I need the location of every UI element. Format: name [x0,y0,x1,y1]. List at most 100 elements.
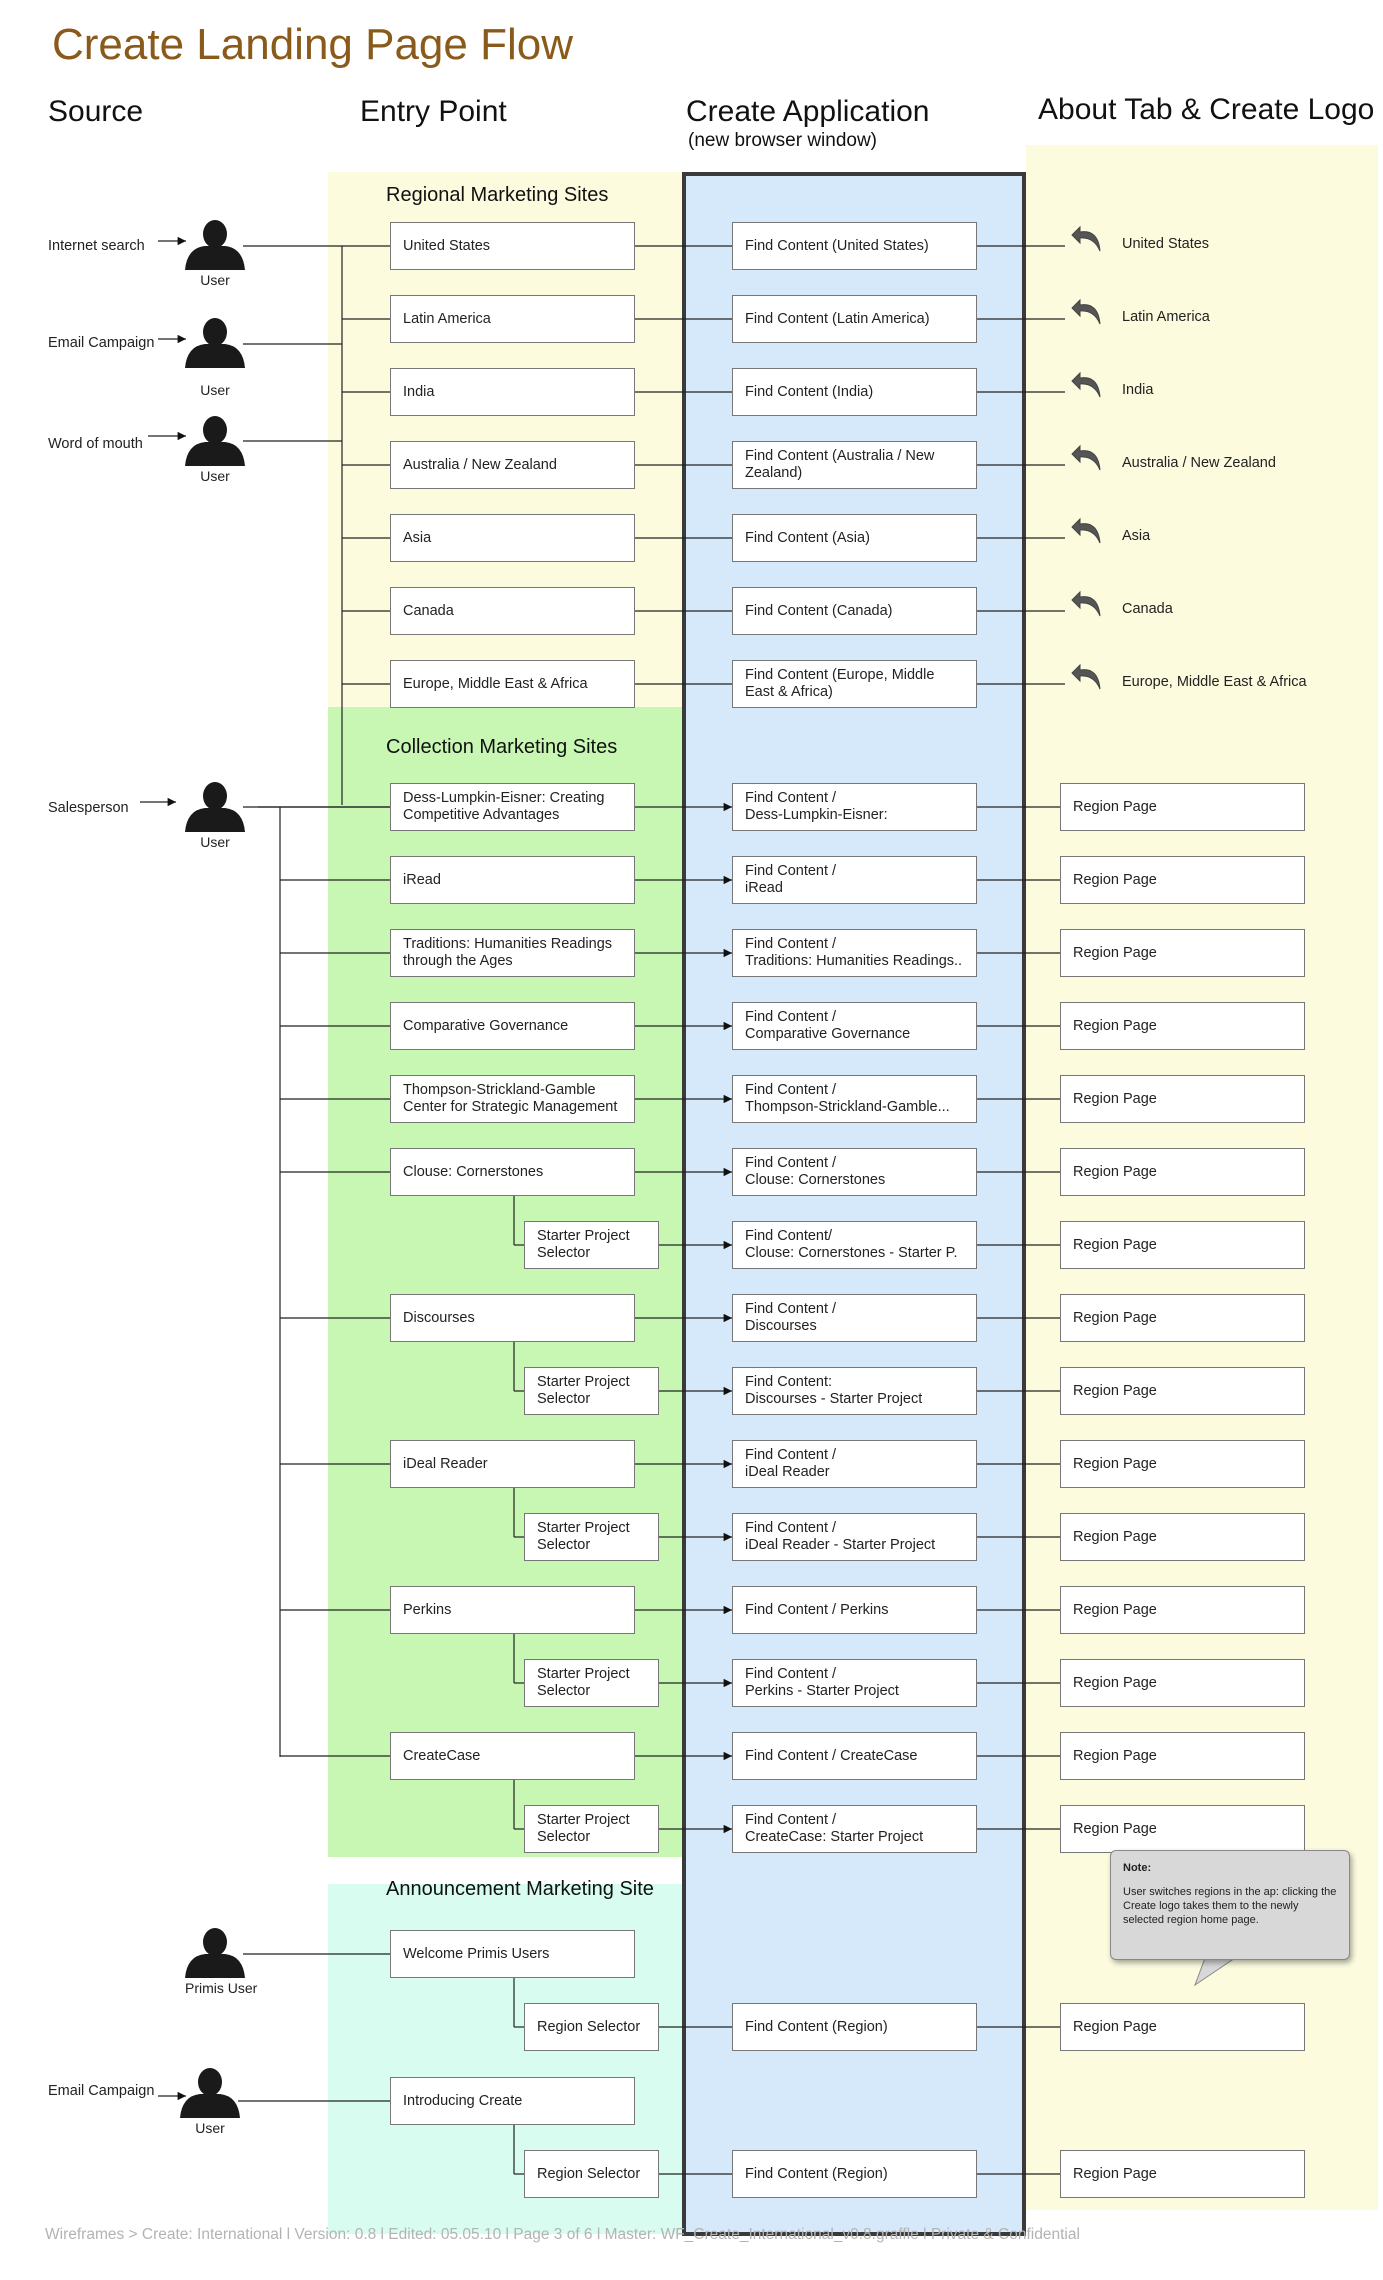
source-label: Email Campaign [48,335,155,351]
section-header-regional: Regional Marketing Sites [386,184,609,206]
regional-entry-box: India [390,368,635,416]
collection-app-box: Find Content / CreateCase: Starter Proje… [732,1805,977,1853]
collection-app-box: Find Content / Thompson-Strickland-Gambl… [732,1075,977,1123]
region-page-box: Region Page [1060,783,1305,831]
collection-app-box: Find Content: Discourses - Starter Proje… [732,1367,977,1415]
collection-entry-box: iDeal Reader [390,1440,635,1488]
regional-app-box: Find Content (Europe, Middle East & Afri… [732,660,977,708]
region-selector-box: Region Selector [524,2150,659,2198]
column-header-app: Create Application [686,95,930,128]
starter-project-selector-box: Starter Project Selector [524,1221,659,1269]
user-icon [185,1928,245,1978]
collection-entry-box: iRead [390,856,635,904]
section-header-collection: Collection Marketing Sites [386,736,618,758]
source-label: Email Campaign [48,2083,155,2099]
region-page-box: Region Page [1060,1075,1305,1123]
regional-app-box: Find Content (Canada) [732,587,977,635]
region-page-box: Region Page [1060,856,1305,904]
user-label: User [200,834,230,850]
regional-about-label: Canada [1122,601,1173,617]
column-header-about: About Tab & Create Logo [1038,93,1375,126]
collection-app-box: Find Content / iRead [732,856,977,904]
region-page-box: Region Page [1060,1002,1305,1050]
note-text: User switches regions in the ap: clickin… [1123,1886,1337,1926]
user-icon [185,416,245,466]
regional-entry-box: Latin America [390,295,635,343]
region-page-box: Region Page [1060,1805,1305,1853]
regional-entry-box: Asia [390,514,635,562]
collection-entry-box: CreateCase [390,1732,635,1780]
user-label: User [200,382,230,398]
source-label: Salesperson [48,800,129,816]
announcement-app-box: Find Content (Region) [732,2003,977,2051]
collection-entry-box: Clouse: Cornerstones [390,1148,635,1196]
region-page-box: Region Page [1060,2003,1305,2051]
back-arrow-icon [1071,444,1101,471]
back-arrow-icon [1071,225,1101,252]
starter-project-selector-box: Starter Project Selector [524,1659,659,1707]
region-page-box: Region Page [1060,1367,1305,1415]
regional-entry-box: United States [390,222,635,270]
regional-entry-box: Canada [390,587,635,635]
region-page-box: Region Page [1060,1294,1305,1342]
regional-app-box: Find Content (India) [732,368,977,416]
announcement-entry-box: Welcome Primis Users [390,1930,635,1978]
collection-entry-box: Comparative Governance [390,1002,635,1050]
collection-app-box: Find Content / Dess-Lumpkin-Eisner: [732,783,977,831]
regional-entry-box: Australia / New Zealand [390,441,635,489]
source-label: Word of mouth [48,436,143,452]
regional-app-box: Find Content (Asia) [732,514,977,562]
collection-app-box: Find Content / Discourses [732,1294,977,1342]
region-page-box: Region Page [1060,1221,1305,1269]
source-label: Internet search [48,238,145,254]
note-title: Note: [1123,1862,1152,1874]
back-arrow-icon [1071,298,1101,325]
region-page-box: Region Page [1060,1659,1305,1707]
regional-about-label: Australia / New Zealand [1122,455,1276,471]
collection-app-box: Find Content / CreateCase [732,1732,977,1780]
regional-entry-box: Europe, Middle East & Africa [390,660,635,708]
collection-entry-box: Discourses [390,1294,635,1342]
collection-entry-box: Dess-Lumpkin-Eisner: Creating Competitiv… [390,783,635,831]
region-page-box: Region Page [1060,929,1305,977]
user-label: User [195,2120,225,2136]
collection-app-box: Find Content / iDeal Reader [732,1440,977,1488]
regional-about-label: Latin America [1122,309,1210,325]
user-icon [180,2068,240,2118]
announcement-entry-box: Introducing Create [390,2077,635,2125]
region-page-box: Region Page [1060,1586,1305,1634]
user-label: User [200,272,230,288]
regional-app-box: Find Content (United States) [732,222,977,270]
section-header-announcement: Announcement Marketing Site [386,1878,654,1900]
collection-app-box: Find Content / Comparative Governance [732,1002,977,1050]
region-page-box: Region Page [1060,1513,1305,1561]
note-callout: Note: User switches regions in the ap: c… [1110,1850,1350,1960]
collection-entry-box: Traditions: Humanities Readings through … [390,929,635,977]
collection-entry-box: Thompson-Strickland-Gamble Center for St… [390,1075,635,1123]
footer: Wireframes > Create: International l Ver… [45,2226,1080,2243]
back-arrow-icon [1071,371,1101,398]
regional-about-label: United States [1122,236,1210,252]
region-page-box: Region Page [1060,1148,1305,1196]
regional-about-label: India [1122,382,1154,398]
region-page-box: Region Page [1060,1732,1305,1780]
user-icon [185,318,245,368]
column-subheader-app: (new browser window) [688,130,878,151]
collection-app-box: Find Content / iDeal Reader - Starter Pr… [732,1513,977,1561]
collection-entry-box: Perkins [390,1586,635,1634]
collection-app-box: Find Content / Traditions: Humanities Re… [732,929,977,977]
region-selector-box: Region Selector [524,2003,659,2051]
user-label: Primis User [185,1980,258,1996]
collection-app-box: Find Content / Clouse: Cornerstones [732,1148,977,1196]
user-icon [185,220,245,270]
starter-project-selector-box: Starter Project Selector [524,1805,659,1853]
collection-app-box: Find Content / Perkins [732,1586,977,1634]
starter-project-selector-box: Starter Project Selector [524,1367,659,1415]
regional-about-label: Asia [1122,528,1151,544]
regional-app-box: Find Content (Australia / New Zealand) [732,441,977,489]
region-page-box: Region Page [1060,1440,1305,1488]
page-title: Create Landing Page Flow [52,20,573,69]
user-label: User [200,468,230,484]
starter-project-selector-box: Starter Project Selector [524,1513,659,1561]
